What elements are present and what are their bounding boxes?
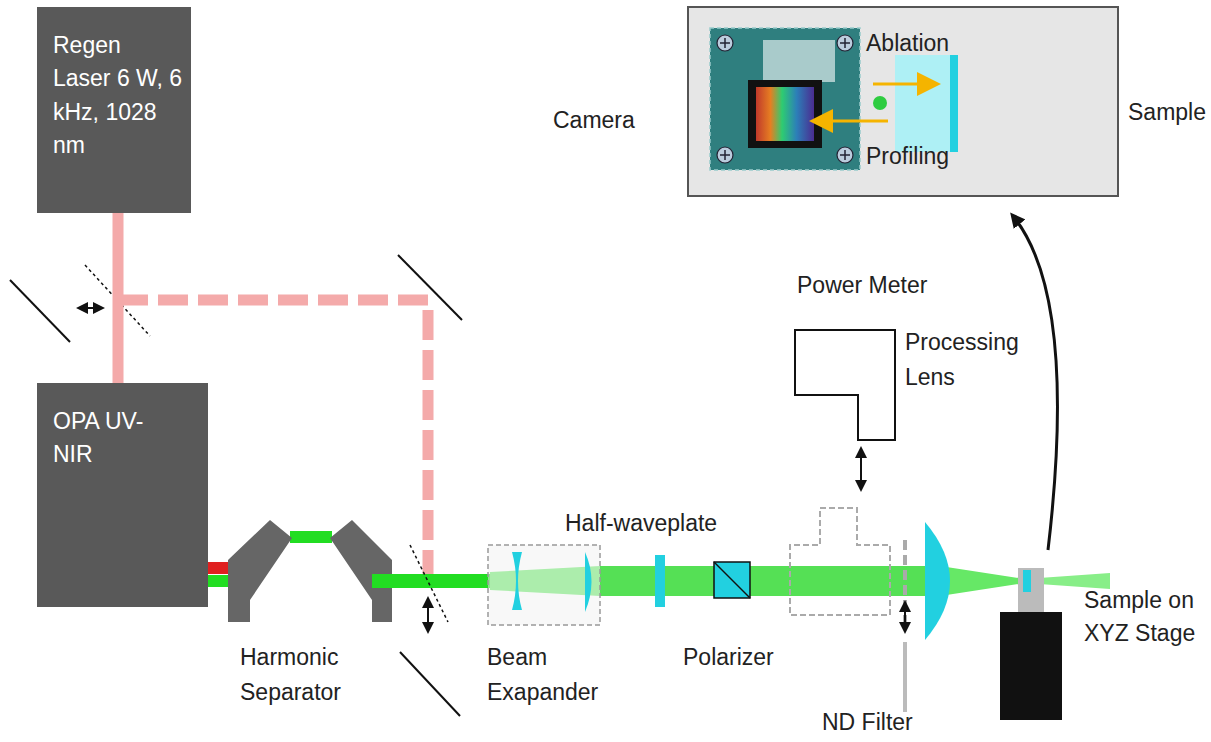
polarizer-label: Polarizer — [683, 640, 803, 675]
xyz-stage: Sample on XYZ Stage — [1000, 562, 1062, 720]
sample-label: Sample — [1128, 95, 1208, 130]
half-waveplate-label: Half-waveplate — [565, 506, 735, 541]
beam-expander-label: Beam Exapander — [487, 640, 602, 709]
node-text: Sample on XYZ Stage — [1084, 584, 1196, 651]
opa-box: OPA UV-NIR — [37, 383, 208, 607]
node-text: Profiling — [866, 140, 986, 173]
nd-filter-label: ND Filter — [822, 705, 942, 740]
camera-sample-panel: AblationProfiling — [688, 7, 1118, 196]
camera-label: Camera — [553, 103, 673, 138]
laser-box: Regen Laser 6 W, 6 kHz, 1028 nm — [37, 7, 191, 213]
transfer-arrow — [1013, 216, 1057, 550]
harmonic-separator-label: Harmonic Separator — [240, 640, 365, 709]
laser-beam — [113, 213, 124, 383]
processing-lens-label: Processing Lens — [905, 325, 1025, 394]
node-text: OPA UV-NIR — [53, 405, 163, 472]
node-text: Ablation — [866, 27, 986, 60]
node-text: Regen Laser 6 W, 6 kHz, 1028 nm — [53, 29, 183, 162]
power-meter-label: Power Meter — [797, 268, 957, 303]
